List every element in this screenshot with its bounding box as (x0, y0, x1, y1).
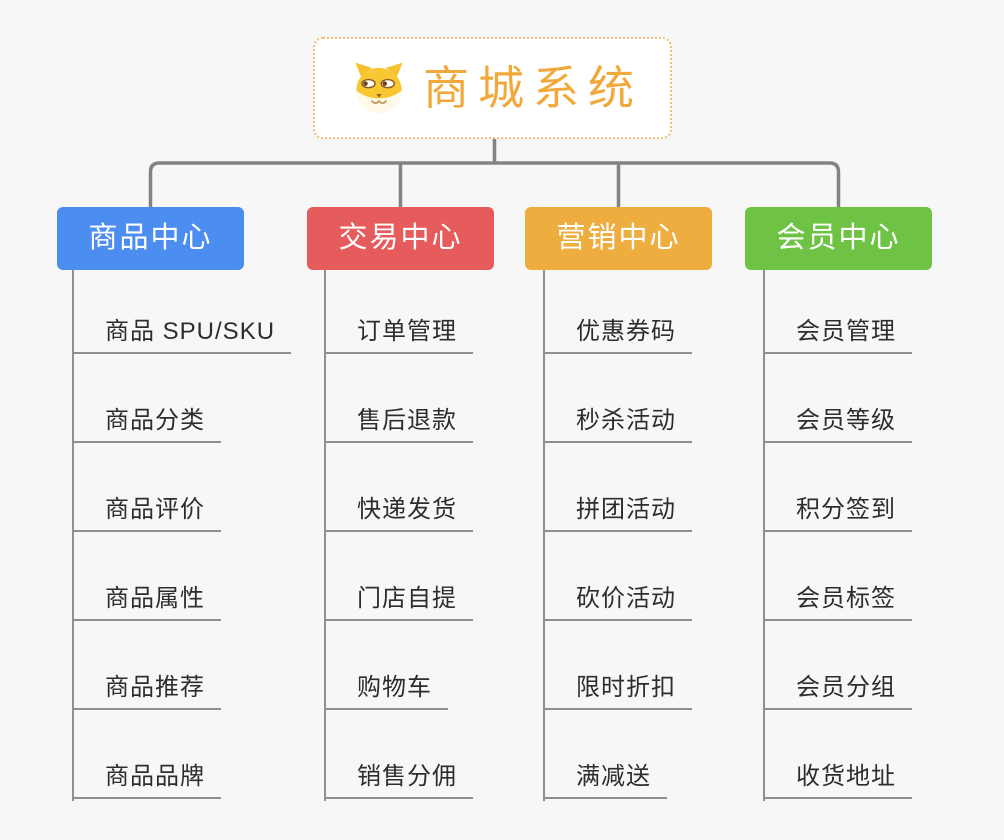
subtopic-label: 收货地址 (796, 762, 896, 790)
subtopic[interactable]: 会员标签 (763, 575, 912, 621)
branch-topic-1[interactable]: 交易中心 (307, 207, 494, 270)
branch-spine-line (543, 270, 545, 801)
doge-icon (351, 60, 407, 116)
subtopic-label: 优惠券码 (576, 317, 676, 345)
subtopic-label: 购物车 (357, 673, 432, 701)
subtopic[interactable]: 会员管理 (763, 308, 912, 354)
root-topic[interactable]: 商城系统 (313, 37, 672, 139)
subtopic-label: 砍价活动 (576, 584, 676, 612)
subtopic[interactable]: 拼团活动 (543, 486, 692, 532)
subtopic[interactable]: 商品 SPU/SKU (72, 308, 292, 354)
root-topic-label: 商城系统 (423, 62, 643, 114)
subtopic-label: 商品品牌 (105, 762, 205, 790)
subtopic[interactable]: 门店自提 (324, 575, 473, 621)
branch-topic-label: 营销中心 (556, 222, 681, 254)
subtopic-label: 满减送 (576, 762, 651, 790)
subtopic[interactable]: 会员分组 (763, 664, 912, 710)
subtopic-label: 商品评价 (105, 495, 205, 523)
branch-topic-label: 商品中心 (88, 222, 213, 254)
subtopic-label: 销售分佣 (357, 762, 457, 790)
branch-topic-label: 交易中心 (338, 222, 463, 254)
subtopic[interactable]: 限时折扣 (543, 664, 692, 710)
branch-spine-line (72, 270, 74, 801)
subtopic[interactable]: 收货地址 (763, 753, 912, 799)
branch-topic-label: 会员中心 (776, 222, 901, 254)
subtopic[interactable]: 商品推荐 (72, 664, 221, 710)
subtopic[interactable]: 购物车 (324, 664, 448, 710)
subtopic-label: 商品 SPU/SKU (105, 317, 276, 345)
branch-bus-line (148, 161, 841, 209)
subtopic-label: 会员管理 (796, 317, 896, 345)
subtopic[interactable]: 商品属性 (72, 575, 221, 621)
branch-topic-0[interactable]: 商品中心 (57, 207, 244, 270)
subtopic-label: 商品推荐 (105, 673, 205, 701)
subtopic[interactable]: 积分签到 (763, 486, 912, 532)
branch-spine-line (324, 270, 326, 801)
subtopic-label: 快递发货 (357, 495, 457, 523)
subtopic-label: 会员等级 (796, 406, 896, 434)
subtopic[interactable]: 商品分类 (72, 397, 221, 443)
subtopic-label: 订单管理 (357, 317, 457, 345)
subtopic-label: 会员分组 (796, 673, 896, 701)
subtopic-label: 商品属性 (105, 584, 205, 612)
branch-topic-3[interactable]: 会员中心 (745, 207, 932, 270)
subtopic[interactable]: 商品品牌 (72, 753, 221, 799)
subtopic[interactable]: 满减送 (543, 753, 667, 799)
subtopic[interactable]: 销售分佣 (324, 753, 473, 799)
branch-topic-2[interactable]: 营销中心 (525, 207, 712, 270)
subtopic-label: 会员标签 (796, 584, 896, 612)
subtopic-label: 售后退款 (357, 406, 457, 434)
subtopic-label: 拼团活动 (576, 495, 676, 523)
subtopic[interactable]: 秒杀活动 (543, 397, 692, 443)
subtopic-label: 积分签到 (796, 495, 896, 523)
subtopic[interactable]: 会员等级 (763, 397, 912, 443)
subtopic-label: 商品分类 (105, 406, 205, 434)
subtopic[interactable]: 快递发货 (324, 486, 473, 532)
subtopic[interactable]: 砍价活动 (543, 575, 692, 621)
subtopic[interactable]: 售后退款 (324, 397, 473, 443)
subtopic-label: 秒杀活动 (576, 406, 676, 434)
subtopic-label: 门店自提 (357, 584, 457, 612)
subtopic[interactable]: 订单管理 (324, 308, 473, 354)
subtopic[interactable]: 商品评价 (72, 486, 221, 532)
subtopic-label: 限时折扣 (576, 673, 676, 701)
subtopic[interactable]: 优惠券码 (543, 308, 692, 354)
branch-spine-line (763, 270, 765, 801)
